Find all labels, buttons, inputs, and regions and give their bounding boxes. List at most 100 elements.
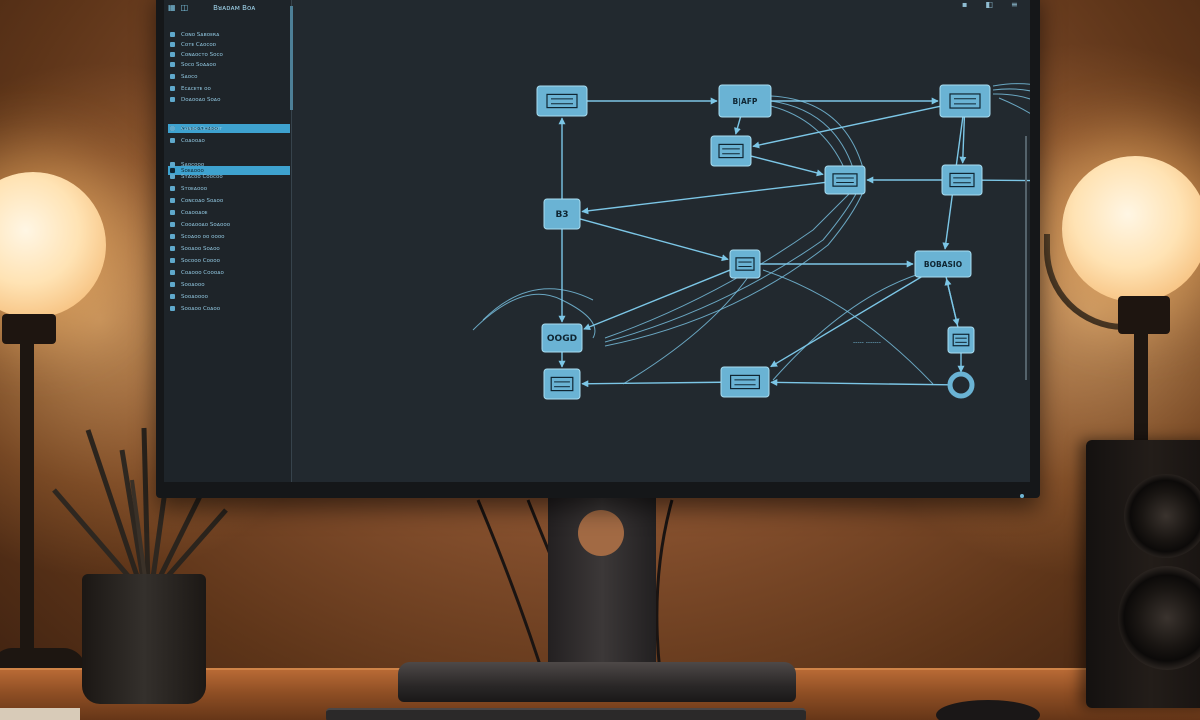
- sidebar-item[interactable]: Sᴏᴄᴏ Sᴏᴀᴀᴏᴏ: [170, 60, 288, 69]
- sidebar-item[interactable]: Dᴏᴀᴏᴏᴀᴏ Sᴏᴀᴏ: [170, 95, 288, 104]
- diagram-connector: [959, 116, 967, 164]
- monitor-stand-cable-hole: [578, 510, 624, 556]
- flow-curve: [762, 269, 934, 385]
- node-label: OOGD: [547, 334, 577, 344]
- node-box: [543, 198, 581, 230]
- sidebar-item-label: Cᴏᴛᴇ Cᴀᴏᴄᴏᴅ: [181, 41, 217, 48]
- speaker-woofer: [1118, 566, 1200, 670]
- diagram-node-module-icon[interactable]: [710, 135, 752, 167]
- diagram-connector: [579, 218, 729, 262]
- diagram-node-link-icon[interactable]: [729, 249, 761, 279]
- sidebar-item[interactable]: Sᴛᴏᴇᴀᴏᴏᴏ: [170, 184, 288, 193]
- file-icon: [170, 174, 175, 179]
- lamp-right-pole: [1134, 330, 1148, 440]
- diagram-node-end-circle-icon[interactable]: [947, 371, 975, 399]
- file-icon: [170, 138, 175, 143]
- node-box: [718, 84, 772, 118]
- diagram-connector: [770, 378, 951, 386]
- diagram-curves: [472, 83, 1030, 385]
- monitor-stand-base: [398, 662, 796, 702]
- sidebar-item[interactable]: Cᴏᴛᴇ Cᴀᴏᴄᴏᴅ: [170, 40, 288, 49]
- diagram-connector: [581, 181, 826, 215]
- diagram-node-block-icon[interactable]: B3: [543, 198, 581, 230]
- file-icon: [170, 97, 175, 102]
- file-icon: [170, 198, 175, 203]
- sidebar-item-label: Cᴏɴᴏ Sᴀʙᴏᴇʀᴀ: [181, 31, 220, 38]
- file-icon: [170, 52, 175, 57]
- file-icon: [170, 186, 175, 191]
- sidebar-item[interactable]: Sᴏᴏᴀᴏᴏ Cᴏᴀᴏᴏ: [170, 304, 288, 313]
- sidebar-item-label: Cᴏᴀᴏᴏᴀᴏ: [181, 137, 205, 144]
- app-title: Bᴚᴀᴅᴀᴍ Bᴏᴀ: [213, 4, 256, 12]
- sidebar-item-label: Cᴏᴀᴏᴏᴏ Cᴏᴏᴏᴀᴏ: [181, 269, 224, 276]
- sidebar-item[interactable]: Sᴀᴏᴄᴏᴏᴏ: [170, 160, 288, 169]
- diagram-connector: [750, 155, 824, 177]
- sidebar-item-label: Cᴏᴀᴏᴏᴀᴏᴇ: [181, 209, 208, 216]
- sidebar-item-label: Sᴛᴏᴇᴀᴏᴏᴏ: [181, 185, 208, 192]
- diagram-node-gateway-icon[interactable]: OOGD: [541, 323, 583, 353]
- flow-curve: [772, 269, 934, 381]
- sidebar-item[interactable]: Cᴏɴᴀᴏᴄᴛᴏ Sᴏᴄᴏ: [170, 50, 288, 59]
- file-icon: [170, 282, 175, 287]
- minimize-icon[interactable]: ▪: [962, 0, 968, 9]
- server-icon: [949, 93, 981, 109]
- keyboard[interactable]: [326, 708, 806, 720]
- canvas-scrollbar[interactable]: [1025, 136, 1027, 380]
- link-icon: [735, 257, 755, 271]
- diagram-node-list-icon[interactable]: [941, 164, 983, 196]
- diagram-node-card-icon[interactable]: [720, 366, 770, 398]
- sidebar-item[interactable]: Cᴏɴᴏ Sᴀʙᴏᴇʀᴀ: [170, 30, 288, 39]
- sidebar-item[interactable]: Cᴏɴᴏᴏ Cᴄᴇᴇᴏᴏᴛ: [170, 124, 288, 133]
- sidebar-item[interactable]: Cᴏᴀᴏᴏᴀᴏ: [170, 136, 288, 145]
- mouse[interactable]: [936, 700, 1040, 720]
- sidebar-item[interactable]: Cᴏᴀᴏᴏᴏ Cᴏᴏᴏᴀᴏ: [170, 268, 288, 277]
- diagram-node-database-icon[interactable]: [536, 85, 588, 117]
- grid-icon: [952, 333, 970, 347]
- diagram-node-chat-icon[interactable]: [824, 165, 866, 195]
- grid-icon[interactable]: ▦: [168, 3, 176, 12]
- diagram-node-grid-icon[interactable]: [947, 326, 975, 354]
- sidebar-item[interactable]: Sᴏᴄᴏᴏᴏ Cᴏᴏᴏᴏ: [170, 256, 288, 265]
- node-label: B|AFP: [733, 97, 758, 107]
- diagram-node-tool-icon[interactable]: [543, 368, 581, 400]
- lamp-right-globe: [1062, 156, 1200, 302]
- sidebar-item-label: Sᴏᴇᴀᴏᴏᴏ: [181, 167, 204, 174]
- flow-curve: [482, 288, 594, 321]
- file-icon: [170, 74, 175, 79]
- lamp-left-socket: [2, 314, 56, 344]
- end-circle-icon: [947, 371, 975, 399]
- sidebar-item[interactable]: Sᴏᴏᴀᴏᴏ Sᴏᴀᴏᴏ: [170, 244, 288, 253]
- diagram-node-service-icon[interactable]: BOBASIO: [914, 250, 972, 278]
- diagram-node-server-icon[interactable]: [939, 84, 991, 118]
- sidebar-item[interactable]: Sᴏᴏᴀᴏᴏᴏ: [170, 280, 288, 289]
- sidebar-item-label: Sᴏᴏᴀᴏᴏᴏ: [181, 281, 205, 288]
- sidebar-item[interactable]: Sᴀᴏᴄᴏ: [170, 72, 288, 81]
- tool-icon: [550, 376, 574, 392]
- sidebar-item-label: Cᴏᴏᴀᴏᴏᴀᴏ Sᴏᴀᴏᴏᴏ: [181, 221, 231, 228]
- sidebar-item[interactable]: Cᴏɴᴄᴏᴀᴏ Sᴏᴀᴏᴏ: [170, 196, 288, 205]
- file-icon: [170, 270, 175, 275]
- sidebar-item[interactable]: Sᴏᴇᴀᴏᴏᴏ: [168, 166, 290, 175]
- sidebar-item[interactable]: Cᴏᴏᴀᴏᴏᴀᴏ Sᴏᴀᴏᴏᴏ: [170, 220, 288, 229]
- diagram-connector: [944, 278, 959, 328]
- folder-icon: [170, 32, 175, 37]
- flow-curve: [604, 189, 859, 343]
- layers-icon[interactable]: ◫: [180, 3, 189, 12]
- sidebar-scrollbar[interactable]: [290, 6, 293, 110]
- diagram-node-process-icon[interactable]: B|AFP: [718, 84, 772, 118]
- settings-icon[interactable]: ◧: [985, 0, 993, 9]
- sidebar-item[interactable]: Cᴏᴀᴏᴏᴀᴏᴇ: [170, 208, 288, 217]
- lamp-right-socket: [1118, 296, 1170, 334]
- sidebar-item[interactable]: Sᴛᴀᴄᴏᴏ Cᴏᴏᴄᴏᴏ: [170, 172, 288, 181]
- file-icon: [170, 126, 175, 131]
- sidebar-item[interactable]: Sᴏᴏᴀᴏᴏᴏᴏ: [170, 292, 288, 301]
- sidebar-item[interactable]: Sᴄᴏᴀᴏᴏ ᴏᴏ ᴏᴏᴏᴏ: [170, 232, 288, 241]
- sidebar-item-label: Dᴏᴀᴏᴏᴀᴏ Sᴏᴀᴏ: [181, 96, 221, 103]
- sidebar-item[interactable]: Eᴄᴀᴄᴇᴛᴇ ᴏᴏ: [170, 84, 288, 93]
- diagram-connector: [752, 105, 941, 149]
- menu-icon[interactable]: ≡: [1010, 0, 1018, 9]
